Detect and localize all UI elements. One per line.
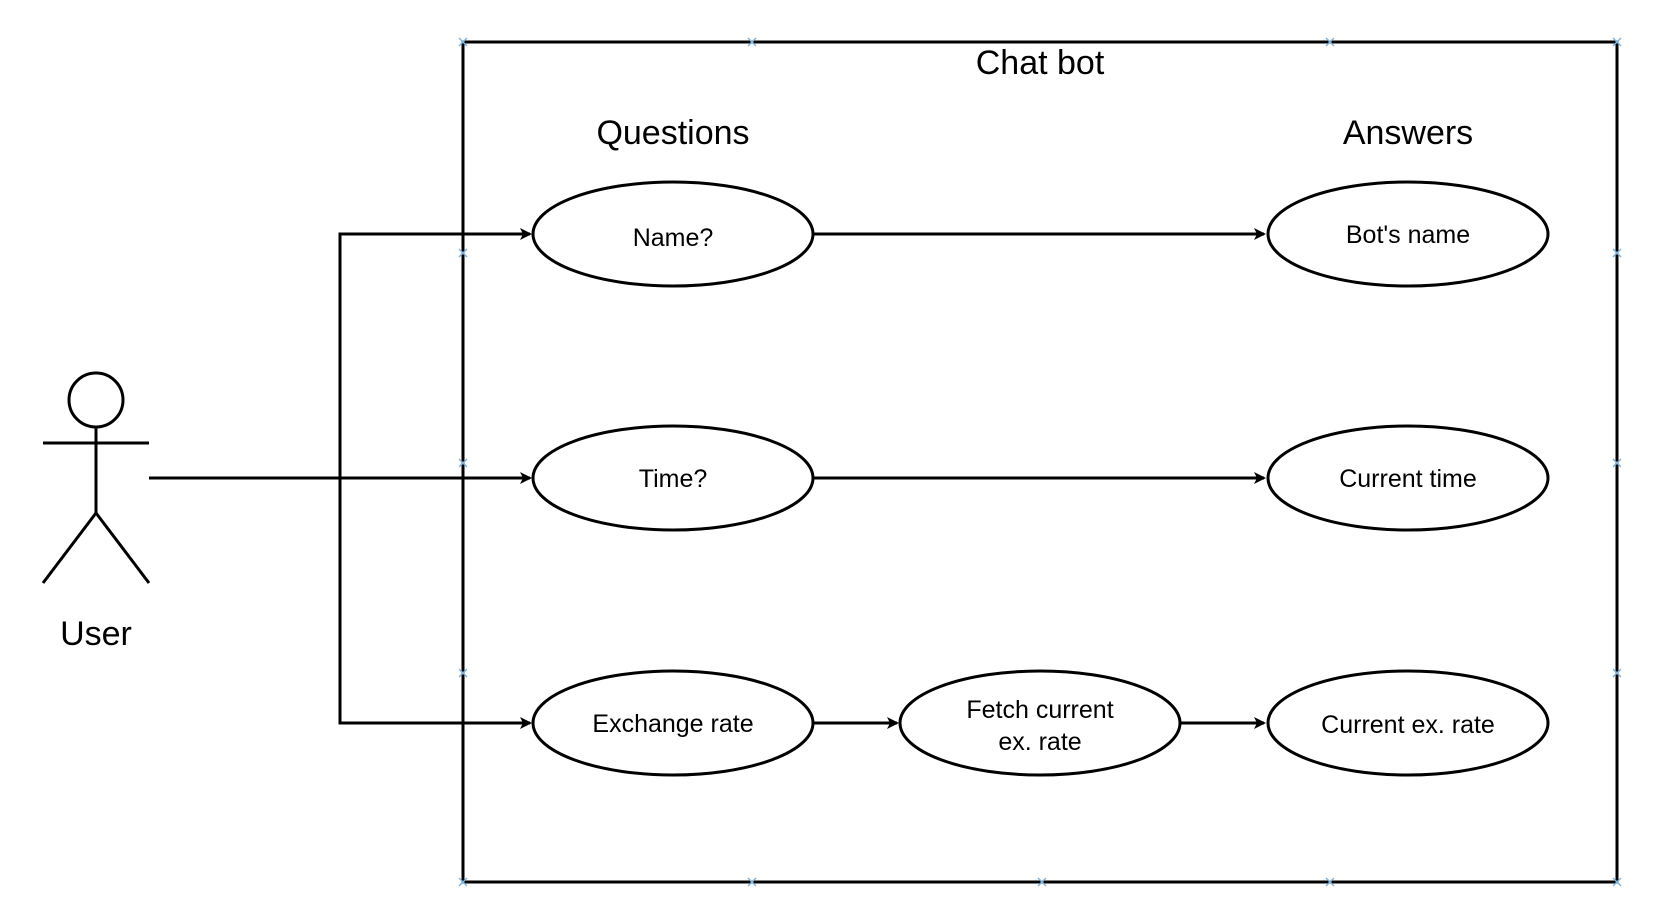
use-case-ellipse: [531, 669, 815, 777]
edge-user-to-name[interactable]: [338, 228, 532, 477]
use-case-label-line1: Fetch current: [966, 696, 1113, 724]
use-case-ellipse: [1266, 424, 1550, 532]
use-case-label: Exchange rate: [592, 710, 753, 738]
answers-header: Answers: [1343, 114, 1473, 152]
use-case-name-question[interactable]: Name?: [531, 180, 815, 288]
user-actor[interactable]: [41, 371, 151, 584]
edge-user-to-exchange[interactable]: [338, 477, 532, 729]
use-case-ellipse: [898, 669, 1182, 777]
use-case-label-line2: ex. rate: [998, 728, 1081, 756]
use-case-ellipse: [531, 180, 815, 288]
use-case-current-time[interactable]: Current time: [1266, 424, 1550, 532]
use-case-fetch-rate[interactable]: Fetch current ex. rate: [898, 669, 1182, 777]
system-title: Chat bot: [976, 44, 1105, 82]
actor-label: User: [60, 615, 132, 653]
use-case-label: Time?: [639, 465, 708, 493]
use-case-ellipse: [531, 424, 815, 532]
questions-header: Questions: [596, 114, 749, 152]
use-case-label: Current ex. rate: [1321, 711, 1495, 739]
actor-left-leg: [41, 512, 98, 584]
use-case-label: Bot's name: [1346, 221, 1470, 249]
actor-head: [67, 371, 125, 429]
use-case-current-ex-rate[interactable]: Current ex. rate: [1266, 669, 1550, 777]
selection-markers: [458, 37, 1622, 887]
actor-right-leg: [94, 512, 151, 584]
use-case-exchange-rate[interactable]: Exchange rate: [531, 669, 815, 777]
use-case-ellipse: [1266, 669, 1550, 777]
use-case-label: Name?: [633, 224, 714, 252]
use-case-ellipse: [1266, 180, 1550, 288]
use-case-time-question[interactable]: Time?: [531, 424, 815, 532]
use-case-bots-name[interactable]: Bot's name: [1266, 180, 1550, 288]
use-case-label: Current time: [1339, 465, 1477, 493]
